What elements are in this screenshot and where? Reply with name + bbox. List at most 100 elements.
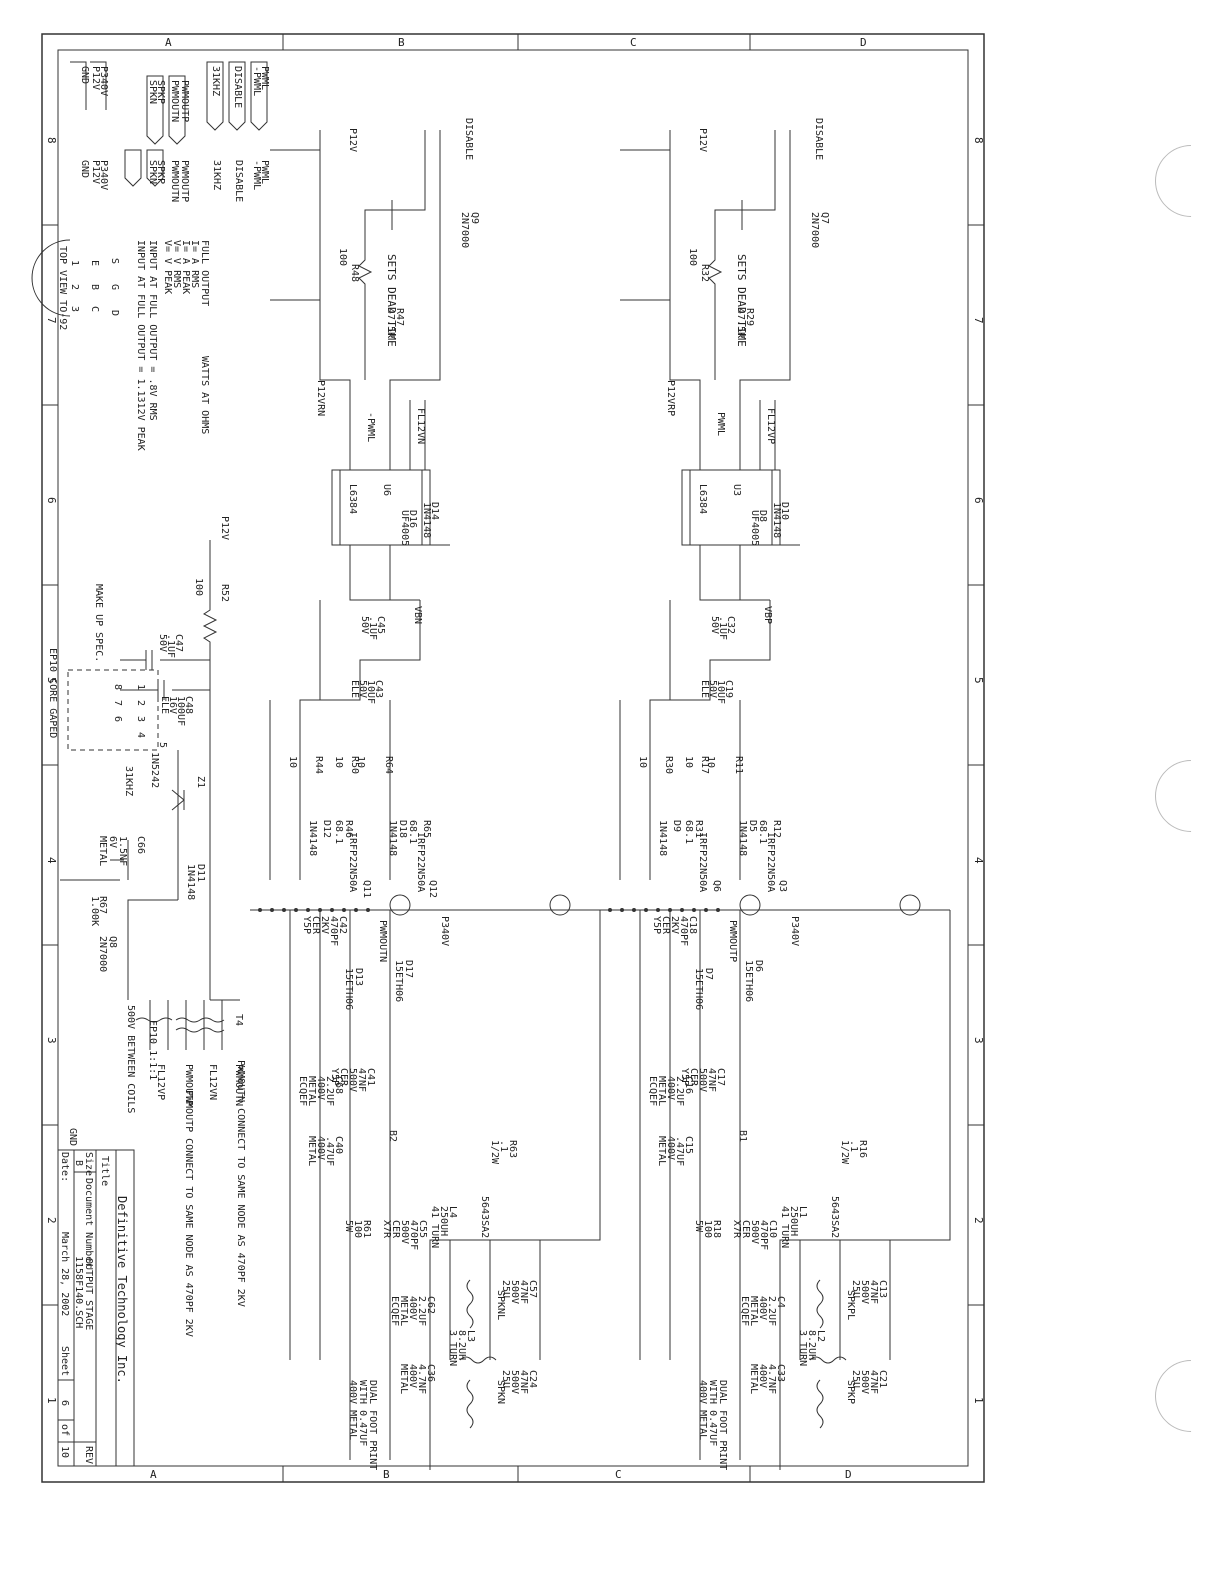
t4-label: T4 bbox=[233, 1014, 244, 1026]
r-supply: R48 bbox=[349, 264, 360, 282]
note-watts: WATTS AT OHMS bbox=[199, 356, 210, 434]
r52-value: 100 bbox=[193, 578, 204, 596]
r-gate-lo-v: 10 bbox=[287, 756, 298, 768]
c-out-4: ECQEF bbox=[739, 1296, 750, 1326]
wire bbox=[669, 130, 701, 470]
c-22u-2: 400V bbox=[315, 1076, 326, 1100]
wire bbox=[289, 910, 391, 1460]
zone-d-top: D bbox=[860, 36, 867, 49]
r-100-2: 5W bbox=[693, 1220, 704, 1233]
l-small-2: 3 TURN bbox=[447, 1330, 458, 1366]
r-gate-hi: R64 bbox=[383, 756, 394, 774]
zone-4-right: 4 bbox=[972, 857, 985, 864]
d-fast-part: UF4005 bbox=[399, 510, 410, 546]
wire bbox=[708, 130, 776, 380]
c-out-1: 2.2UF bbox=[766, 1296, 777, 1326]
r-mid-v: 10 bbox=[683, 756, 694, 768]
q-hi: Q12 bbox=[427, 880, 438, 898]
junction-dot bbox=[354, 908, 358, 912]
date-label: Date: bbox=[59, 1152, 70, 1182]
c-22u-1: 2.2UF bbox=[324, 1076, 335, 1106]
rail2: P12VRN bbox=[315, 380, 326, 416]
aux-circuit bbox=[60, 540, 240, 1050]
wire bbox=[349, 545, 420, 601]
wire bbox=[799, 1240, 891, 1360]
c-13-2: 500V bbox=[509, 1280, 520, 1304]
to92-diagram: S G D E B C 1 2 3 bbox=[31, 239, 120, 317]
note-input-rms: INPUT AT FULL OUTPUT = .8V RMS bbox=[147, 240, 158, 421]
border-ticks bbox=[42, 34, 984, 1482]
sig-spkn: SPKN bbox=[147, 80, 158, 104]
r-sense-2: 1/2W bbox=[489, 1140, 500, 1165]
note-dual-foot-2b: WITH 0.47UF bbox=[707, 1380, 718, 1446]
c-47n-0: C41 bbox=[365, 1068, 376, 1086]
d-fast: D16 bbox=[407, 510, 418, 528]
core-pin-8: 8 bbox=[112, 684, 123, 690]
notes: FULL OUTPUT WATTS AT OHMS I= A RMS I= A … bbox=[47, 240, 728, 1470]
wire bbox=[269, 600, 321, 880]
c-boot2-vv: 50V bbox=[707, 680, 718, 698]
r-sense-2: 1/2W bbox=[839, 1140, 850, 1165]
spk: SPKN bbox=[495, 1380, 506, 1404]
wire bbox=[649, 600, 771, 880]
sets-dead: SETS DEAD TIME bbox=[735, 254, 748, 347]
c-snub-4: Y5P bbox=[301, 916, 312, 934]
c-snub-0: C18 bbox=[687, 916, 698, 934]
driver-part: L6384 bbox=[347, 484, 358, 514]
wire bbox=[699, 545, 770, 601]
to92-c: C bbox=[89, 306, 100, 312]
r-mid: R50 bbox=[349, 756, 360, 774]
d-clamp1: D17 bbox=[403, 960, 414, 978]
d-clamp2-p: 15ETH06 bbox=[693, 968, 704, 1010]
pwml: PWML bbox=[715, 412, 726, 436]
l-main-2: 41 TURN bbox=[779, 1206, 790, 1248]
sig-nwml: -PWML bbox=[251, 66, 262, 96]
junction-dot bbox=[608, 908, 612, 912]
q-lo: Q11 bbox=[361, 880, 372, 898]
junction-dot bbox=[620, 908, 624, 912]
rail: P12V bbox=[347, 128, 358, 152]
c-22u-2: 400V bbox=[665, 1076, 676, 1100]
rail2: P12VRP bbox=[665, 380, 676, 416]
junction-dot bbox=[318, 908, 322, 912]
c-snub-0: C42 bbox=[337, 916, 348, 934]
to92-1: 1 bbox=[69, 260, 80, 266]
c-47n-3: CER bbox=[338, 1068, 349, 1087]
c-47n4-2: 400V bbox=[407, 1364, 418, 1388]
r-pull-hi-v: 68.1 bbox=[407, 820, 418, 844]
c47-volt: 50V bbox=[157, 634, 168, 652]
sig-pwmoutn: PWMOUTN bbox=[169, 80, 180, 122]
c-21-2: 500V bbox=[509, 1370, 520, 1394]
net-spkp: SPKP bbox=[155, 160, 166, 184]
core-pin-7: 7 bbox=[112, 700, 123, 706]
l-main-0: L4 bbox=[447, 1206, 458, 1218]
zone-6-right: 6 bbox=[972, 497, 985, 504]
c-47n4-1: 4.7NF bbox=[416, 1364, 427, 1394]
c-470p-3: CER bbox=[740, 1220, 751, 1239]
c-470p-0: C10 bbox=[767, 1220, 778, 1238]
l-main-1: 250UH bbox=[788, 1206, 799, 1236]
c-out-0: C62 bbox=[425, 1296, 436, 1314]
note-i-rms: I= A RMS bbox=[189, 240, 200, 288]
d-fast: D8 bbox=[757, 510, 768, 522]
c-snub-1: 470PF bbox=[328, 916, 339, 946]
dead-q: Q9 bbox=[469, 212, 480, 224]
c-47n4-3: METAL bbox=[748, 1364, 759, 1394]
to92-e: E bbox=[89, 260, 100, 266]
doc-filename: 1158F140.SCH bbox=[73, 1256, 84, 1328]
sheet-number: 6 bbox=[59, 1400, 70, 1406]
driver-ic bbox=[331, 469, 423, 546]
wire bbox=[459, 1356, 497, 1364]
z1-part: 1N5242 bbox=[149, 752, 160, 788]
r-sense-1: .1 bbox=[498, 1140, 509, 1152]
c-47n-3: CER bbox=[688, 1068, 699, 1087]
note-dual-foot-2: WITH 0.47UF bbox=[357, 1380, 368, 1446]
c-snub-3: CER bbox=[660, 916, 671, 935]
company-name: Definitive Technology Inc. bbox=[115, 1196, 129, 1384]
size-value: B bbox=[73, 1160, 84, 1166]
c-13-3: 25U bbox=[850, 1280, 861, 1298]
c66-type: METAL bbox=[97, 836, 108, 866]
c-out-2: 400V bbox=[757, 1296, 768, 1320]
r-dead-val: 47.5K bbox=[385, 308, 396, 338]
